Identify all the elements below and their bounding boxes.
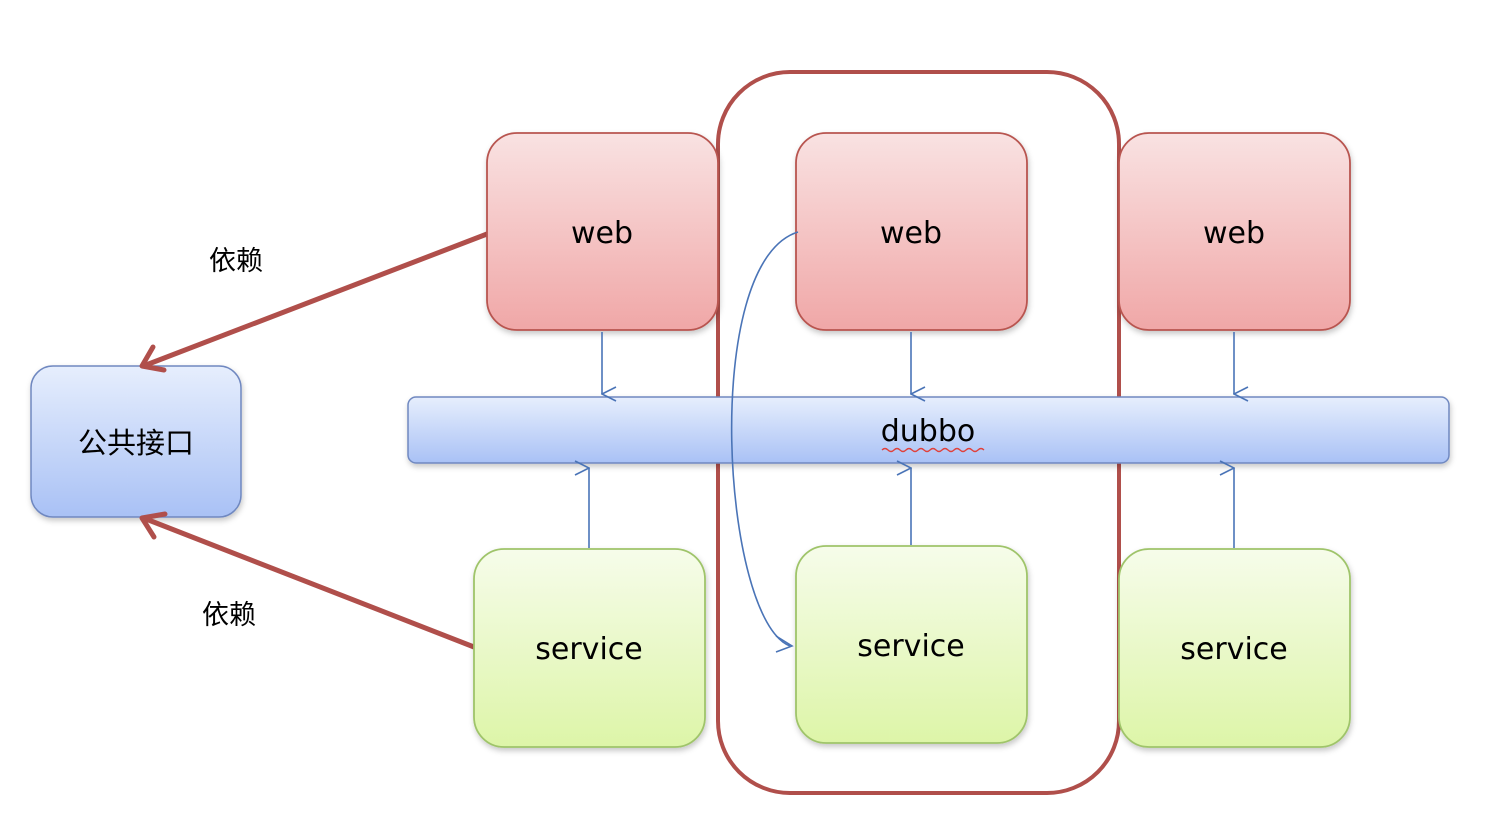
spellcheck-underline (881, 447, 985, 453)
web-node-3: web (1118, 132, 1351, 331)
service-node-1-label: service (535, 632, 642, 667)
dependency-arrow-upper (139, 231, 490, 373)
dependency-label-lower: 依赖 (202, 600, 256, 631)
dependency-arrow-lower (139, 511, 477, 650)
dubbo-bus: dubbo (407, 396, 1450, 464)
service-node-2-label: service (857, 629, 964, 664)
service-node-3: service (1118, 548, 1351, 748)
interface-node-label: 公共接口 (78, 426, 194, 460)
interface-node: 公共接口 (30, 365, 242, 518)
service-node-3-label: service (1180, 632, 1287, 667)
service-node-2: service (795, 545, 1028, 744)
web-node-1: web (486, 132, 719, 331)
web-node-3-label: web (1203, 216, 1265, 251)
web-node-1-label: web (571, 216, 633, 251)
web-node-2: web (795, 132, 1028, 331)
dubbo-bus-label: dubbo (881, 414, 976, 449)
curved-call-arrow (730, 231, 799, 653)
web-node-2-label: web (880, 216, 942, 251)
dependency-label-upper: 依赖 (209, 246, 263, 277)
service-node-1: service (473, 548, 706, 748)
